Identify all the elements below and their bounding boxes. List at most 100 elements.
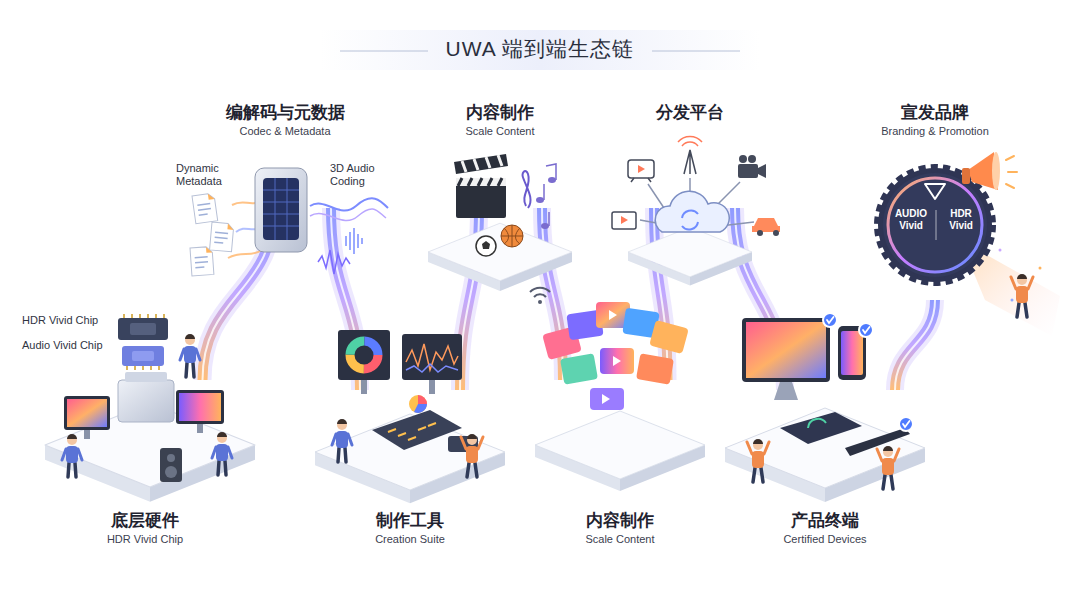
station-node: 内容制作Scale Content [430, 98, 570, 208]
hardware-station-art-part [64, 396, 110, 430]
badge-text: HDR Vivid [938, 208, 984, 232]
station-subtitle: HDR Vivid Chip [107, 532, 183, 546]
hardware-station-art-part [132, 351, 154, 361]
distribution-station-art-part [748, 155, 756, 163]
distribution-station-art-part [612, 212, 636, 229]
branding-station-art-part [878, 168, 992, 282]
branding-station-art-part [883, 173, 987, 277]
content-cards-art-part [530, 288, 550, 297]
creation-station-art-part [402, 334, 462, 380]
label-slot: AUDIO Vivid [888, 208, 934, 232]
codec-station-art-part [263, 178, 299, 240]
codec-station-art-part [263, 178, 299, 240]
station-title: 产品终端 [791, 510, 859, 532]
station-title: 底层硬件 [111, 510, 179, 532]
hardware-station-art-part [125, 372, 167, 382]
station-node: 编解码与元数据Codec & Metadata [170, 98, 400, 208]
station-subtitle: Branding & Promotion [881, 124, 989, 138]
title-band [320, 30, 760, 70]
creation-station-art-part [350, 341, 378, 369]
content-cards-art-part [538, 300, 542, 304]
ribbon-shine [654, 208, 668, 380]
content-station-art-part [456, 178, 506, 218]
distribution-station-art-part [638, 165, 645, 173]
distribution-station-art-part [739, 155, 747, 163]
ribbon-halo [654, 208, 668, 380]
hardware-station-art-part [165, 466, 177, 478]
audio-coding-note: 3D Audio Coding [330, 162, 392, 188]
content-cards-art-part [560, 353, 598, 385]
content-station-art-part [428, 223, 572, 291]
codec-station-art-part [210, 222, 234, 252]
content-cards-art-part [535, 411, 705, 491]
diagram-title: UWA 端到端生态链 [446, 36, 635, 61]
creation-station-art-part [429, 380, 435, 394]
content-cards-art-part [602, 310, 621, 404]
devices-station-art-part [780, 412, 862, 444]
content-cards-art-part [636, 353, 674, 385]
label-slot: Audio Vivid Chip [22, 339, 118, 352]
station-title: 宣发品牌 [901, 102, 969, 124]
chip-label: HDR Vivid Chip [22, 314, 118, 327]
branding-station-art-part [1039, 267, 1042, 270]
devices-station-art-part [808, 419, 826, 428]
codec-station-art-part [192, 193, 218, 224]
creation-station-art-part [388, 423, 436, 440]
ribbon-shine [895, 300, 935, 390]
codec-station-art-part [190, 246, 214, 275]
distribution-station-art-part [684, 150, 696, 174]
hardware-station-art-part [122, 346, 164, 366]
content-station-art-part [458, 178, 502, 186]
creation-station-art-part [350, 341, 378, 369]
devices-station-art-part [899, 417, 913, 431]
hardware-station-art-part [197, 424, 203, 433]
hardware-station-art-part [67, 399, 107, 427]
flow-ribbon [895, 300, 935, 390]
content-station-art-part [546, 164, 556, 180]
title-holder: UWA 端到端生态链 [0, 36, 1080, 61]
station-node: 底层硬件HDR Vivid Chip [30, 380, 260, 550]
distribution-station-art [612, 137, 780, 286]
content-station-art-part [548, 177, 556, 183]
station-subtitle: Certified Devices [783, 532, 866, 546]
branding-station-art-part [925, 184, 945, 199]
chip-label: Audio Vivid Chip [22, 339, 118, 352]
station-subtitle: Scale Content [585, 532, 654, 546]
distribution-station-art-part [655, 191, 729, 232]
branding-station-art-part [936, 210, 937, 240]
title-band-part [320, 30, 760, 70]
label-slot: Dynamic Metadata [176, 162, 238, 188]
creation-station-art-part [338, 330, 390, 380]
hardware-station-art-part [118, 318, 168, 340]
distribution-station-art-part [628, 160, 654, 178]
content-station-art [428, 154, 572, 291]
hardware-station-art-part [130, 323, 156, 335]
creation-station-art-part [361, 380, 367, 394]
creation-station-art-part [418, 395, 427, 404]
devices-station-art-part [859, 323, 873, 337]
content-station-art-part [501, 225, 523, 247]
station-node: 分发平台 [600, 98, 780, 208]
codec-station-art-part [310, 198, 388, 210]
creation-station-art-part [461, 434, 483, 477]
station-title: 内容制作 [466, 102, 534, 124]
hardware-station-art-part [180, 334, 200, 377]
branding-station-art-part [962, 168, 970, 184]
distribution-station-art-part [757, 230, 763, 236]
distribution-station-art-part [738, 164, 758, 178]
station-title: 内容制作 [586, 510, 654, 532]
hardware-station-art-part [84, 430, 90, 439]
metadata-note: Dynamic Metadata [176, 162, 238, 188]
station-node: 制作工具Creation Suite [310, 390, 510, 550]
codec-station-art-part [228, 250, 262, 258]
content-cards-art-part [649, 320, 689, 354]
station-title: 编解码与元数据 [226, 102, 345, 124]
distribution-station-art-part [758, 164, 766, 178]
distribution-station-art-part [628, 227, 752, 285]
ribbon-halo [895, 300, 935, 390]
creation-station-art-part [406, 364, 458, 372]
codec-station-art-part [318, 250, 350, 274]
codec-station-art-part [255, 168, 307, 252]
hardware-station-art-part [167, 454, 175, 462]
